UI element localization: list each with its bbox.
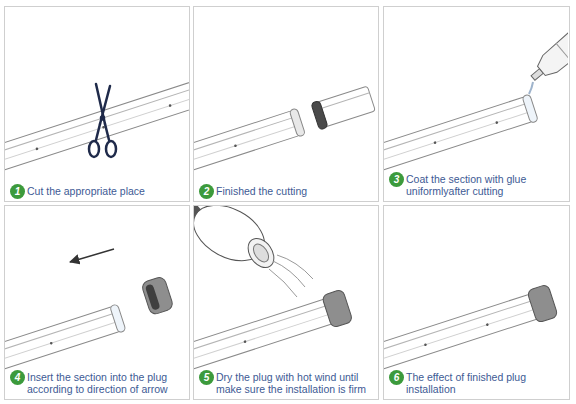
step-illustration [383, 284, 558, 374]
tube-body [533, 10, 568, 81]
strip-body [383, 294, 538, 370]
step-panel: Coat the section with glue uniformlyafte… [383, 6, 570, 202]
led-strip [4, 304, 126, 371]
dryer-nozzle [243, 234, 279, 273]
strip-body [193, 299, 334, 370]
step-number-badge: 3 [389, 172, 404, 187]
hot-wind [269, 255, 313, 297]
step-caption: Coat the section with glue uniformlyafte… [406, 173, 565, 197]
dryer-outlet [250, 241, 271, 264]
plug-opening [145, 284, 161, 311]
strip-channel [193, 314, 331, 360]
led-strip [383, 284, 558, 374]
strip-body [193, 110, 300, 170]
hair-dryer [193, 205, 279, 272]
callout-number: 5 [204, 373, 210, 383]
end-plug [141, 276, 174, 316]
glue-tube [525, 10, 568, 88]
scissor-loop [106, 141, 116, 157]
cut-piece [311, 85, 376, 130]
led-strip [4, 72, 189, 171]
strip-channel [383, 309, 535, 360]
step-number-badge: 1 [10, 184, 25, 199]
step-caption: Finished the cutting [216, 185, 374, 197]
callout-number: 2 [204, 187, 210, 197]
step-panel: Finished the cutting 2 [193, 6, 379, 202]
step-caption: Dry the plug with hot wind until make su… [216, 371, 374, 395]
led-dot [424, 343, 427, 346]
cut-face [289, 108, 305, 137]
strip-edge [317, 93, 369, 110]
wind-line [277, 255, 313, 279]
wind-line [269, 269, 297, 297]
scissor-blade [100, 86, 110, 124]
step-panel: Dry the plug with hot wind until make su… [193, 205, 379, 400]
callout-number: 6 [394, 373, 400, 383]
led-dot [50, 342, 53, 345]
scissor-arm [105, 124, 109, 140]
callout-number: 4 [15, 373, 21, 383]
strip-edge [383, 301, 532, 352]
led-strip [193, 289, 353, 374]
plug-body [527, 284, 558, 323]
scissor-pivot [101, 117, 104, 120]
strip-channel [4, 322, 118, 361]
strip-channel [193, 126, 297, 162]
wind-line [273, 261, 305, 287]
strip-edge [193, 117, 295, 153]
scissors [89, 84, 116, 157]
glued-face [522, 94, 538, 123]
plug-body [141, 276, 174, 316]
led-dot [168, 104, 171, 107]
led-strip [383, 94, 538, 172]
led-dot [486, 323, 489, 326]
step-panel: Cut the appropriate place 1 [4, 6, 190, 202]
led-strip [193, 108, 305, 172]
step-number-badge: 2 [199, 184, 214, 199]
step-number-badge: 5 [199, 370, 214, 385]
step-illustration [193, 85, 376, 172]
led-dot [243, 340, 246, 343]
strip-edge [4, 313, 115, 352]
strip-edge [193, 305, 328, 351]
step-caption: Cut the appropriate place [27, 185, 185, 197]
led-dot [495, 121, 498, 124]
step-illustration [193, 205, 353, 374]
scissor-blade [96, 84, 105, 124]
strip-body [383, 97, 533, 171]
step-number-badge: 6 [389, 370, 404, 385]
step-illustration [383, 10, 568, 171]
strip-body [4, 72, 189, 171]
tube-stripe [556, 43, 568, 61]
step-number-badge: 4 [10, 370, 25, 385]
callout-number: 3 [394, 175, 400, 185]
scissor-arm [96, 124, 100, 140]
step-illustration [4, 72, 189, 171]
callout-number: 1 [15, 187, 21, 197]
strip-edge [383, 103, 527, 152]
glued-face [110, 304, 126, 333]
led-dot [35, 147, 38, 150]
scissor-loop [89, 141, 99, 157]
step-caption: The effect of finished plug installation [406, 371, 565, 395]
strip-body [4, 306, 121, 369]
plug-body [322, 289, 353, 328]
strip-channel [4, 87, 189, 161]
direction-arrow [70, 249, 114, 262]
step-panel: The effect of finished plug installation… [383, 205, 570, 400]
led-dot [234, 144, 237, 147]
step-panel: Insert the section into the plug accordi… [4, 205, 190, 400]
cut-face [311, 101, 328, 130]
strip-channel [383, 112, 530, 161]
step-illustration [4, 249, 174, 371]
led-dot [433, 141, 436, 144]
glue-drip [529, 82, 533, 94]
step-caption: Insert the section into the plug accordi… [27, 371, 185, 395]
